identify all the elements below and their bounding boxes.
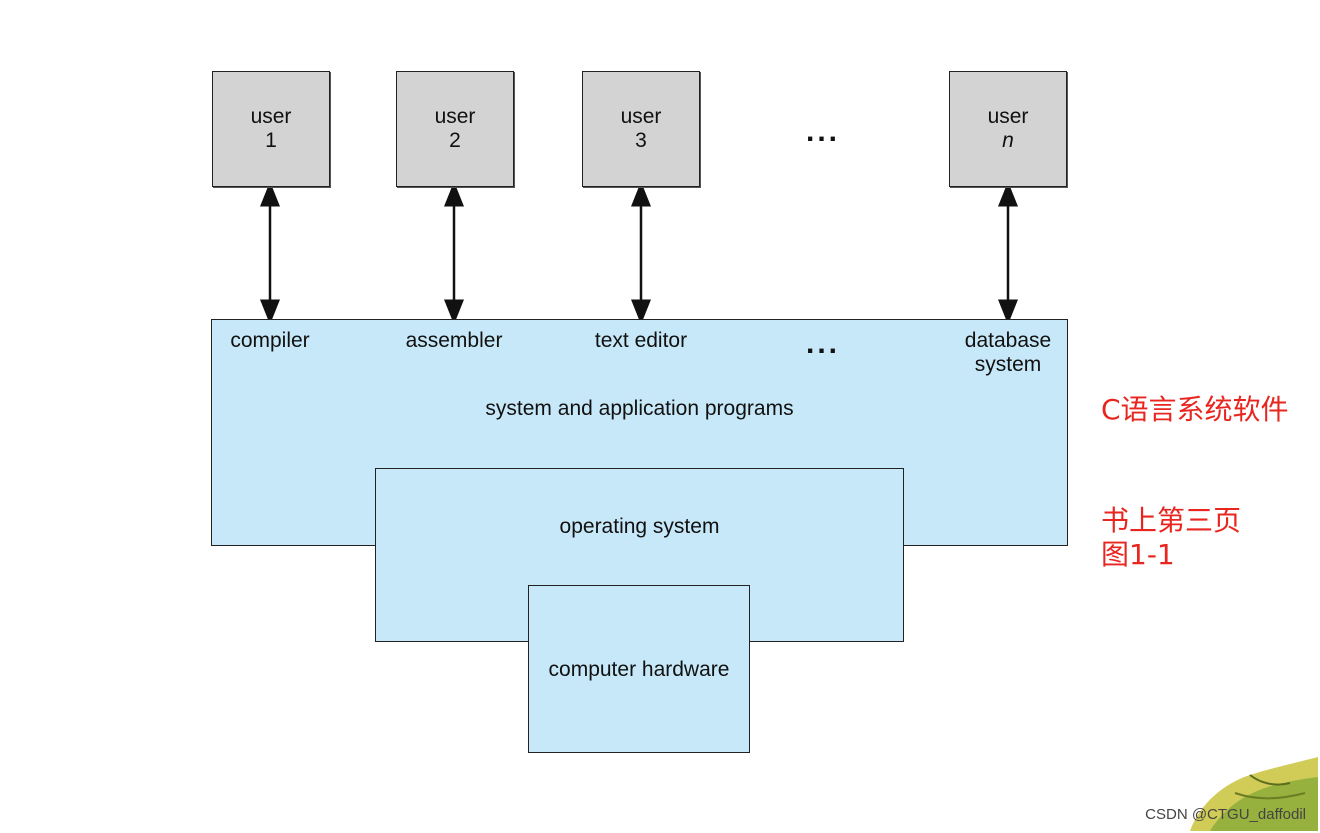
- note-figure-ref: 图1-1: [1101, 538, 1175, 571]
- os-layer-title: operating system: [559, 515, 720, 538]
- note-book-page: 书上第三页: [1101, 504, 1242, 537]
- user-label: user: [434, 105, 476, 128]
- watermark: CSDN @CTGU_daffodil: [1145, 806, 1306, 823]
- program-database-system: database system: [964, 329, 1052, 376]
- user-box-3: user 3: [582, 71, 700, 187]
- user-label: user: [620, 105, 662, 128]
- user-box-n: user n: [949, 71, 1067, 187]
- user-label: user: [987, 105, 1029, 128]
- program-compiler: compiler: [230, 329, 310, 352]
- hw-layer: [528, 585, 750, 753]
- apps-layer-title: system and application programs: [485, 397, 794, 420]
- user-box-1: user 1: [212, 71, 330, 187]
- user-number: 3: [635, 129, 647, 152]
- user-ellipsis: ...: [806, 115, 841, 148]
- user-number: 2: [449, 129, 461, 152]
- user-label: user: [250, 105, 292, 128]
- user-box-2: user 2: [396, 71, 514, 187]
- program-assembler: assembler: [405, 329, 503, 352]
- hw-layer-title: computer hardware: [548, 658, 730, 681]
- dragon-logo-icon: [1190, 757, 1318, 831]
- program-ellipsis: ...: [806, 327, 841, 360]
- user-number: 1: [265, 129, 277, 152]
- user-number: n: [1002, 129, 1014, 152]
- note-c-system-software: C语言系统软件: [1101, 393, 1289, 426]
- program-text-editor: text editor: [594, 329, 688, 352]
